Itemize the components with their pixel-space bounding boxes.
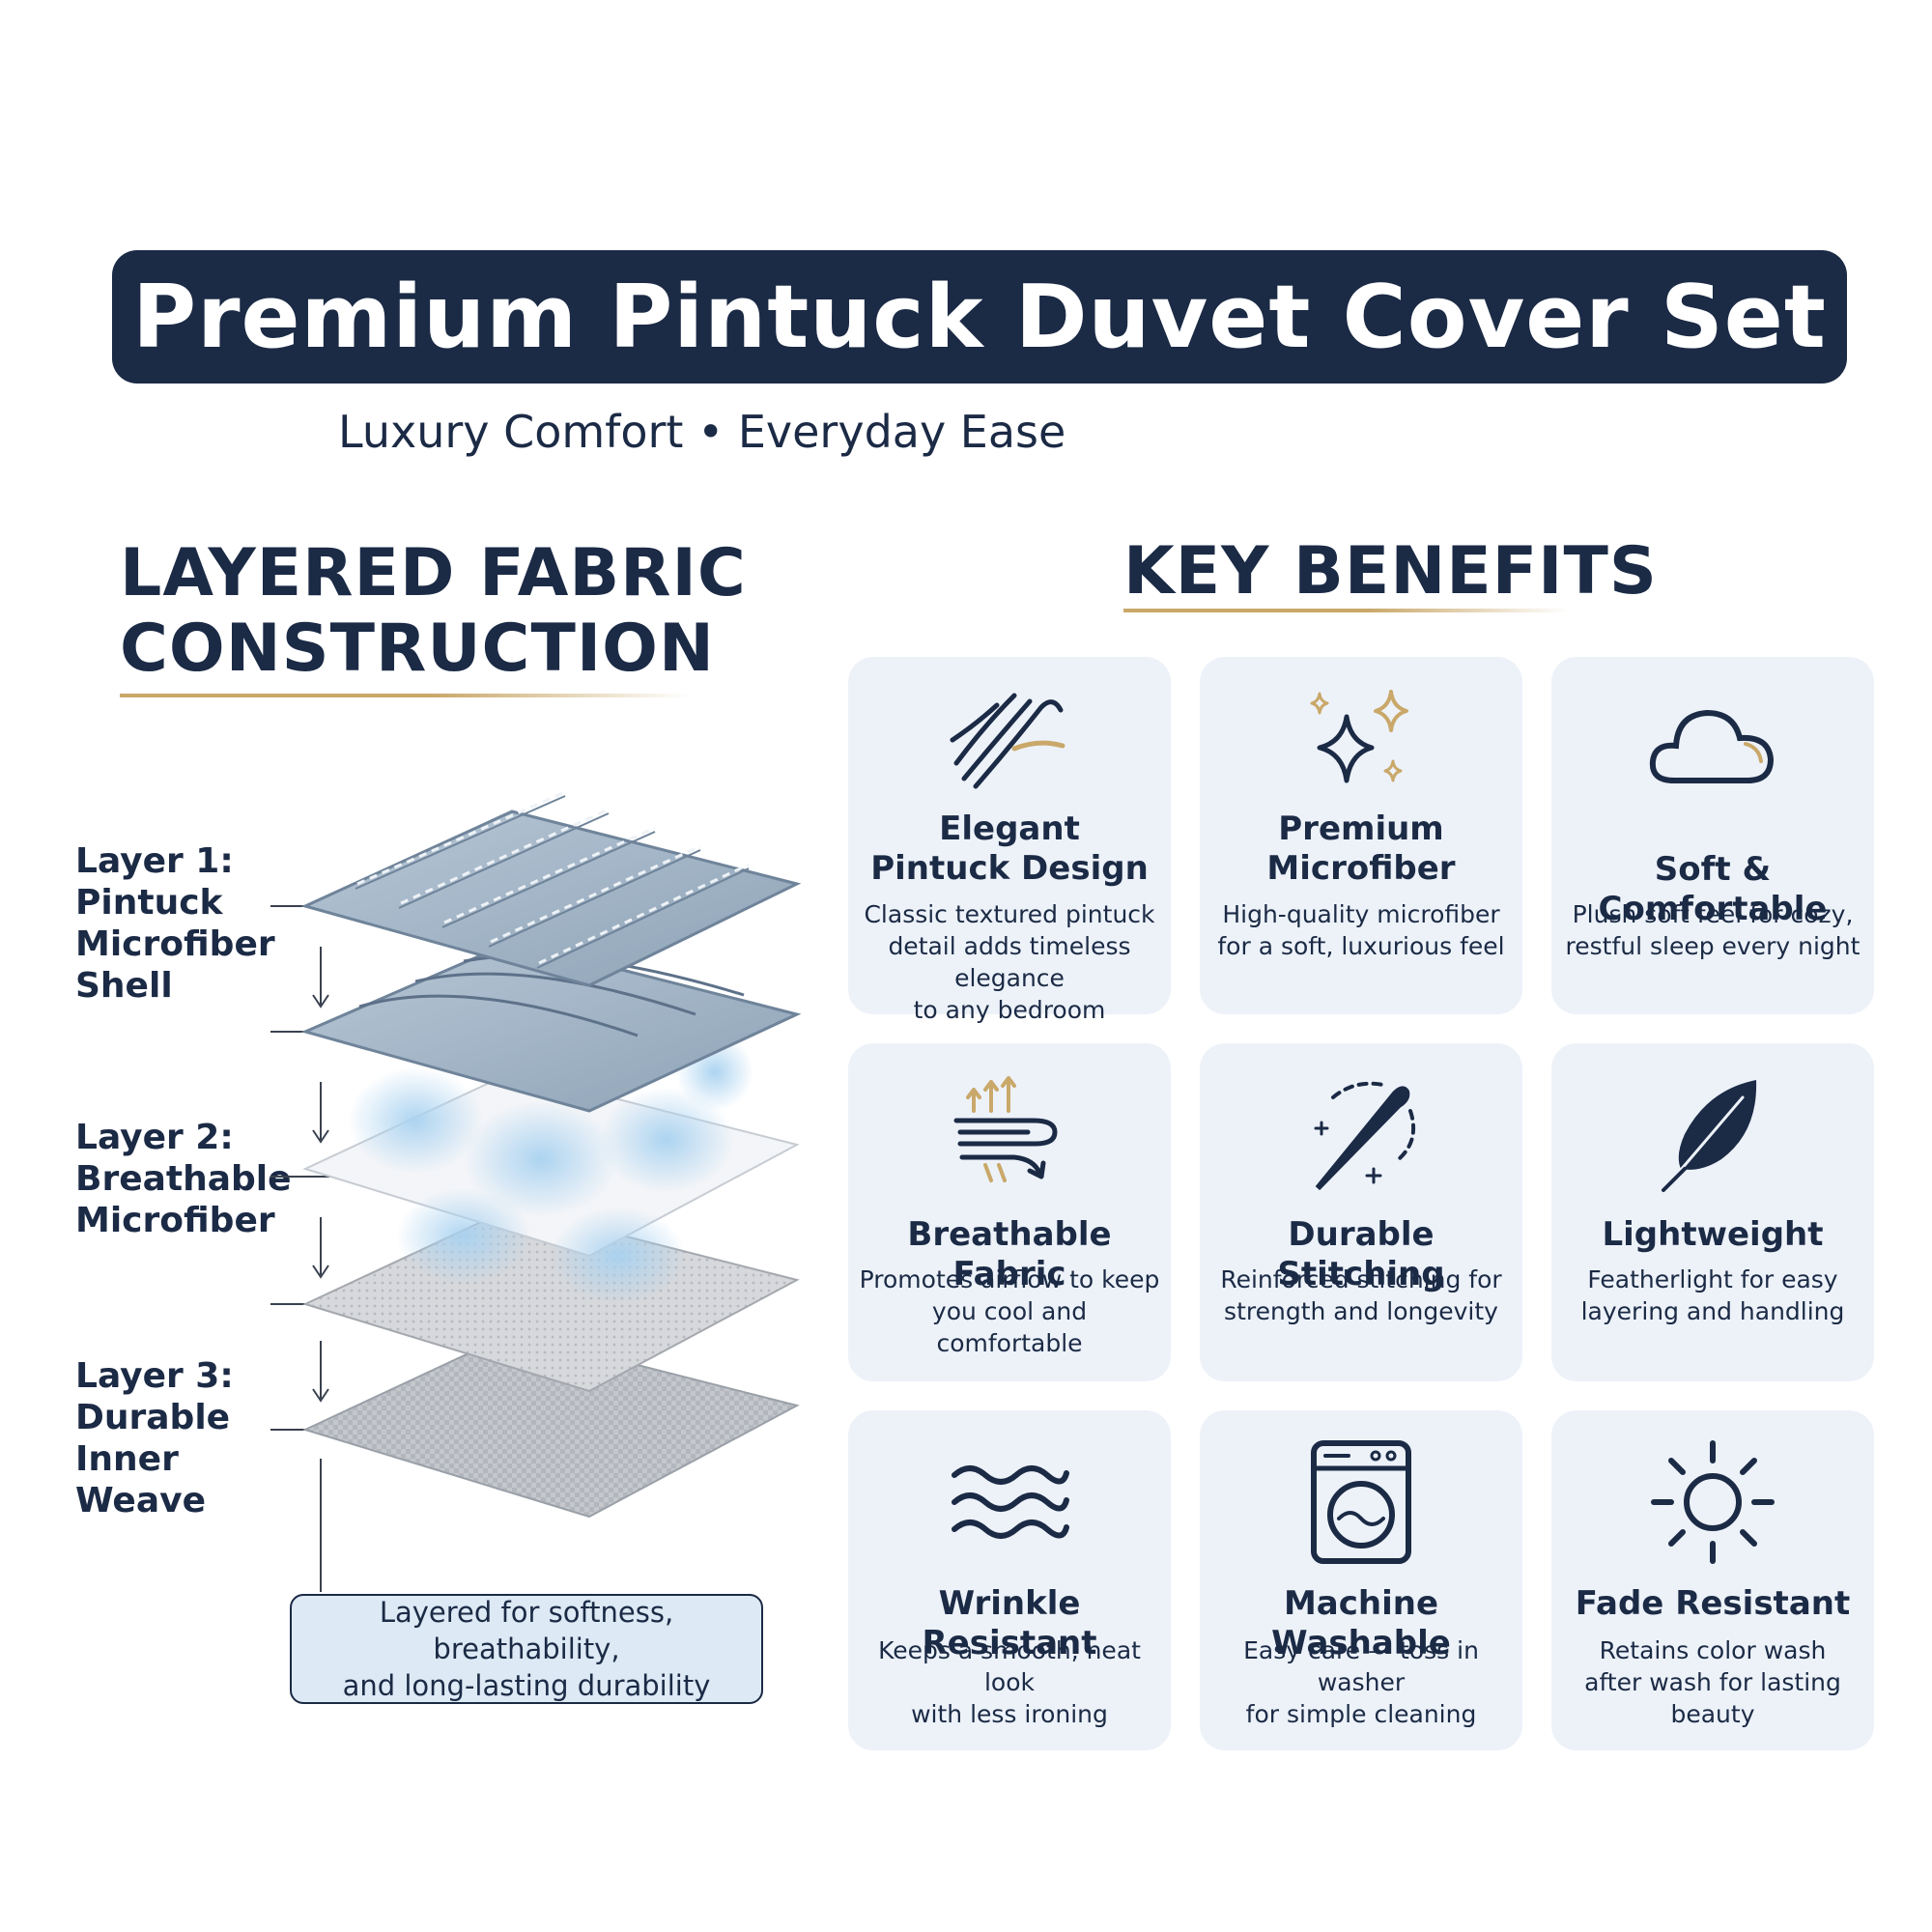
card-desc-line: Retains color wash [1599, 1636, 1827, 1664]
card-desc-line: after wash for lasting [1584, 1668, 1841, 1696]
layer-label-line: Inner Weave [75, 1439, 207, 1520]
layer-2-label: Layer 2: Breathable Microfiber [75, 1117, 298, 1241]
card-title-line: Breathable Fabric [907, 1215, 1112, 1293]
card-desc-line: detail adds timeless elegance [888, 932, 1131, 992]
card-description: High-quality microfiber for a soft, luxu… [1208, 898, 1515, 962]
benefit-card-elegant-pintuck: Elegant Pintuck Design Classic textured … [848, 657, 1171, 1024]
layered-fabric-illustration [270, 790, 802, 1592]
flowing-lines-icon [848, 686, 1171, 792]
card-desc-line: Reinforced stitching for [1220, 1265, 1502, 1293]
layer-label-line: Breathable [75, 1159, 292, 1199]
card-title: Breathable Fabric [848, 1215, 1171, 1294]
card-desc-line: High-quality microfiber [1222, 900, 1500, 928]
sun-icon [1551, 1437, 1874, 1567]
washing-machine-icon [1200, 1439, 1522, 1565]
card-description: Keeps a smooth, neat look with less iron… [856, 1634, 1163, 1730]
benefit-card-lightweight: Lightweight Featherlight for easy layeri… [1551, 1043, 1874, 1381]
card-title-line: Durable Stitching [1277, 1215, 1445, 1293]
card-desc-line: layering and handling [1580, 1297, 1845, 1325]
pintuck-shell-top [300, 790, 802, 987]
benefits-section-heading: KEY BENEFITS [1123, 533, 1658, 610]
sparkle-icon [1200, 686, 1522, 797]
card-title: Soft & Comfortable [1551, 850, 1874, 929]
benefits-heading-rule [1123, 609, 1568, 612]
inner-weave-layer [302, 1331, 800, 1519]
quilted-shell-lower [300, 940, 802, 1113]
card-title-line: Machine Washable [1271, 1584, 1451, 1662]
card-title: Wrinkle Resistant [848, 1584, 1171, 1663]
layer-label-line: Durable [75, 1398, 231, 1437]
layer-3-label: Layer 3: Durable Inner Weave [75, 1355, 298, 1521]
layer-label-line: Microfiber [75, 924, 275, 964]
layers-heading-line: CONSTRUCTION [120, 611, 715, 687]
card-title: Lightweight [1551, 1215, 1874, 1255]
card-title: Durable Stitching [1200, 1215, 1522, 1294]
layers-heading-line: LAYERED FABRIC [120, 535, 747, 611]
card-description: Promotes airflow to keep you cool and co… [856, 1264, 1163, 1359]
card-title-line: Microfiber [1266, 849, 1456, 888]
card-desc-line: Keeps a smooth, neat look [878, 1636, 1141, 1696]
card-desc-line: Promotes airflow to keep [859, 1265, 1160, 1293]
breathable-layer [302, 1034, 800, 1304]
card-title: Elegant Pintuck Design [848, 810, 1171, 889]
card-desc-line: Plush soft feel for cozy, [1572, 900, 1854, 928]
card-desc-line: to any bedroom [913, 996, 1106, 1024]
card-title-line: Pintuck Design [870, 849, 1149, 888]
layer-label-line: Layer 2: [75, 1118, 234, 1157]
tagline: Luxury Comfort • Everyday Ease [338, 406, 1066, 458]
card-desc-line: you cool and comfortable [931, 1297, 1088, 1357]
waves-icon [848, 1454, 1171, 1550]
layer-label-line: Microfiber [75, 1201, 275, 1240]
feather-icon [1551, 1072, 1874, 1198]
page-title: Premium Pintuck Duvet Cover Set [132, 266, 1827, 368]
layers-heading-rule [120, 694, 690, 697]
airflow-icon [848, 1072, 1171, 1188]
card-description: Retains color wash after wash for lastin… [1559, 1634, 1866, 1730]
layer-label-line: Layer 3: [75, 1356, 234, 1396]
card-title-line: Fade Resistant [1575, 1584, 1851, 1623]
card-title: Fade Resistant [1551, 1584, 1874, 1624]
card-title-line: Premium [1278, 810, 1444, 848]
card-title-line: Elegant [939, 810, 1080, 848]
card-title-line: Lightweight [1602, 1215, 1824, 1254]
card-title: Premium Microfiber [1200, 810, 1522, 889]
card-desc-line: Easy care — toss in washer [1243, 1636, 1479, 1696]
layer-label-line: Layer 1: [75, 841, 234, 881]
benefit-card-breathable-fabric: Breathable Fabric Promotes airflow to ke… [848, 1043, 1171, 1381]
benefit-card-wrinkle-resistant: Wrinkle Resistant Keeps a smooth, neat l… [848, 1410, 1171, 1750]
card-title-line: Soft & Comfortable [1598, 850, 1828, 928]
card-desc-line: restful sleep every night [1565, 932, 1861, 960]
benefit-card-durable-stitching: Durable Stitching Reinforced stitching f… [1200, 1043, 1522, 1381]
card-desc-line: for simple cleaning [1245, 1700, 1477, 1728]
card-title-line: Wrinkle Resistant [922, 1584, 1097, 1662]
cloud-icon [1551, 696, 1874, 792]
benefit-card-soft-comfortable: Soft & Comfortable Plush soft feel for c… [1551, 657, 1874, 1014]
layer-connectors [270, 905, 357, 1592]
card-desc-line: Classic textured pintuck [864, 900, 1155, 928]
card-description: Plush soft feel for cozy, restful sleep … [1559, 898, 1866, 962]
card-desc-line: beauty [1670, 1700, 1755, 1728]
layer-label-line: Pintuck [75, 883, 223, 923]
layers-section-heading: LAYERED FABRIC CONSTRUCTION [120, 536, 815, 687]
card-desc-line: strength and longevity [1224, 1297, 1498, 1325]
title-banner: Premium Pintuck Duvet Cover Set [112, 250, 1847, 384]
card-description: Reinforced stitching for strength and lo… [1208, 1264, 1515, 1327]
layer-1-label: Layer 1: Pintuck Microfiber Shell [75, 840, 298, 1007]
caption-text: Layered for softness, breathability, and… [299, 1594, 753, 1704]
needle-icon [1200, 1072, 1522, 1198]
card-description: Featherlight for easy layering and handl… [1559, 1264, 1866, 1327]
benefit-card-premium-microfiber: Premium Microfiber High-quality microfib… [1200, 657, 1522, 1014]
card-desc-line: for a soft, luxurious feel [1217, 932, 1505, 960]
card-desc-line: with less ironing [911, 1700, 1108, 1728]
layer-label-line: Shell [75, 966, 173, 1006]
caption-line: and long-lasting durability [342, 1669, 711, 1702]
caption-box: Layered for softness, breathability, and… [290, 1594, 763, 1704]
card-description: Easy care — toss in washer for simple cl… [1208, 1634, 1515, 1730]
card-description: Classic textured pintuck detail adds tim… [856, 898, 1163, 1026]
benefit-card-fade-resistant: Fade Resistant Retains color wash after … [1551, 1410, 1874, 1750]
card-title: Machine Washable [1200, 1584, 1522, 1663]
caption-line: Layered for softness, breathability, [379, 1596, 674, 1665]
benefit-card-machine-washable: Machine Washable Easy care — toss in was… [1200, 1410, 1522, 1750]
card-desc-line: Featherlight for easy [1587, 1265, 1838, 1293]
